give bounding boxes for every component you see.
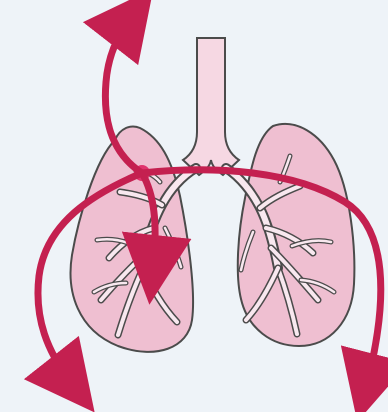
trachea: [183, 38, 239, 175]
